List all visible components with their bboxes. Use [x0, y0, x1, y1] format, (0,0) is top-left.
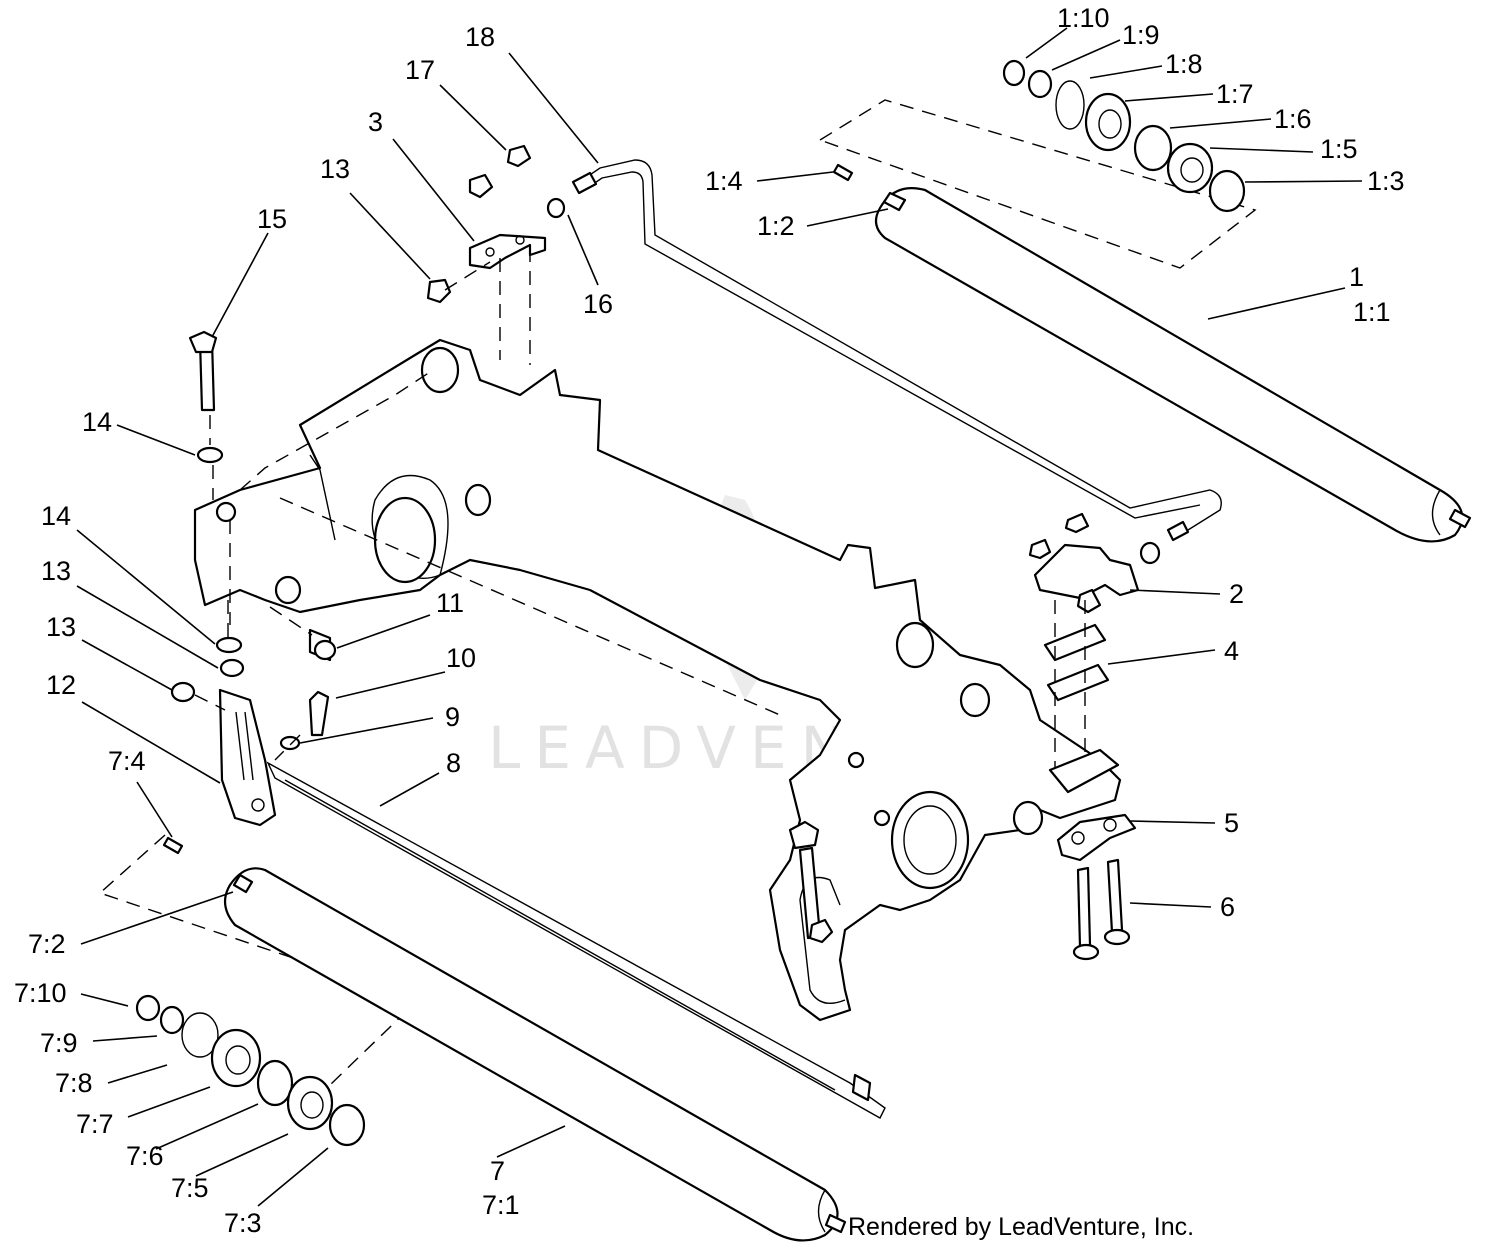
callout-7-9: 7:9	[40, 1028, 78, 1058]
callout-1-1: 1:1	[1353, 297, 1391, 327]
callout-13-lower: 13	[46, 612, 76, 642]
callout-7-8: 7:8	[55, 1068, 93, 1098]
callout-14-upper: 14	[82, 407, 112, 437]
callout-14-lower: 14	[41, 501, 71, 531]
callout-11: 11	[436, 588, 464, 618]
callout-7-7: 7:7	[76, 1109, 114, 1139]
callout-1-6: 1:6	[1274, 104, 1312, 134]
rear-roller-assembly	[98, 834, 847, 1242]
callout-2: 2	[1229, 579, 1244, 609]
callout-7-5: 7:5	[171, 1173, 209, 1203]
callout-1: 1	[1349, 262, 1364, 292]
callout-1-2: 1:2	[757, 211, 795, 241]
callout-7-4: 7:4	[108, 746, 146, 776]
roller-frame	[193, 338, 1122, 1022]
callout-5: 5	[1224, 808, 1239, 838]
callout-1-7: 1:7	[1216, 79, 1254, 109]
callout-15: 15	[257, 204, 287, 234]
callout-12: 12	[46, 670, 76, 700]
callout-7-2: 7:2	[28, 929, 66, 959]
callout-labels: 1:10 1:9 1:8 1:7 1:6 1:5 1:3 1:4 1:2 1 1…	[14, 3, 1405, 1238]
front-roller-assembly	[818, 59, 1472, 543]
callout-4: 4	[1224, 636, 1239, 666]
callout-1-8: 1:8	[1165, 49, 1203, 79]
callout-18: 18	[465, 22, 495, 52]
callout-10: 10	[446, 643, 476, 673]
callout-13-upper: 13	[320, 154, 350, 184]
credit-text: Rendered by LeadVenture, Inc.	[848, 1213, 1195, 1241]
callout-9: 9	[445, 702, 460, 732]
callout-1-4: 1:4	[705, 166, 743, 196]
brackets-hardware	[170, 144, 1161, 961]
callout-17: 17	[405, 55, 435, 85]
callout-8: 8	[446, 748, 461, 778]
leader-lines	[76, 27, 1363, 1207]
callout-7-6: 7:6	[126, 1141, 164, 1171]
callout-1-3: 1:3	[1367, 166, 1405, 196]
callout-1-5: 1:5	[1320, 134, 1358, 164]
callout-1-9: 1:9	[1122, 20, 1160, 50]
adjuster-rods	[266, 159, 1222, 1119]
callout-7: 7	[490, 1156, 505, 1186]
callout-16: 16	[583, 289, 613, 319]
callout-7-1: 7:1	[482, 1190, 520, 1220]
callout-7-3: 7:3	[224, 1208, 262, 1238]
callout-3: 3	[368, 107, 383, 137]
callout-7-10: 7:10	[14, 978, 67, 1008]
callout-1-10: 1:10	[1057, 3, 1110, 33]
callout-6: 6	[1220, 892, 1235, 922]
callout-13-middle: 13	[41, 556, 71, 586]
